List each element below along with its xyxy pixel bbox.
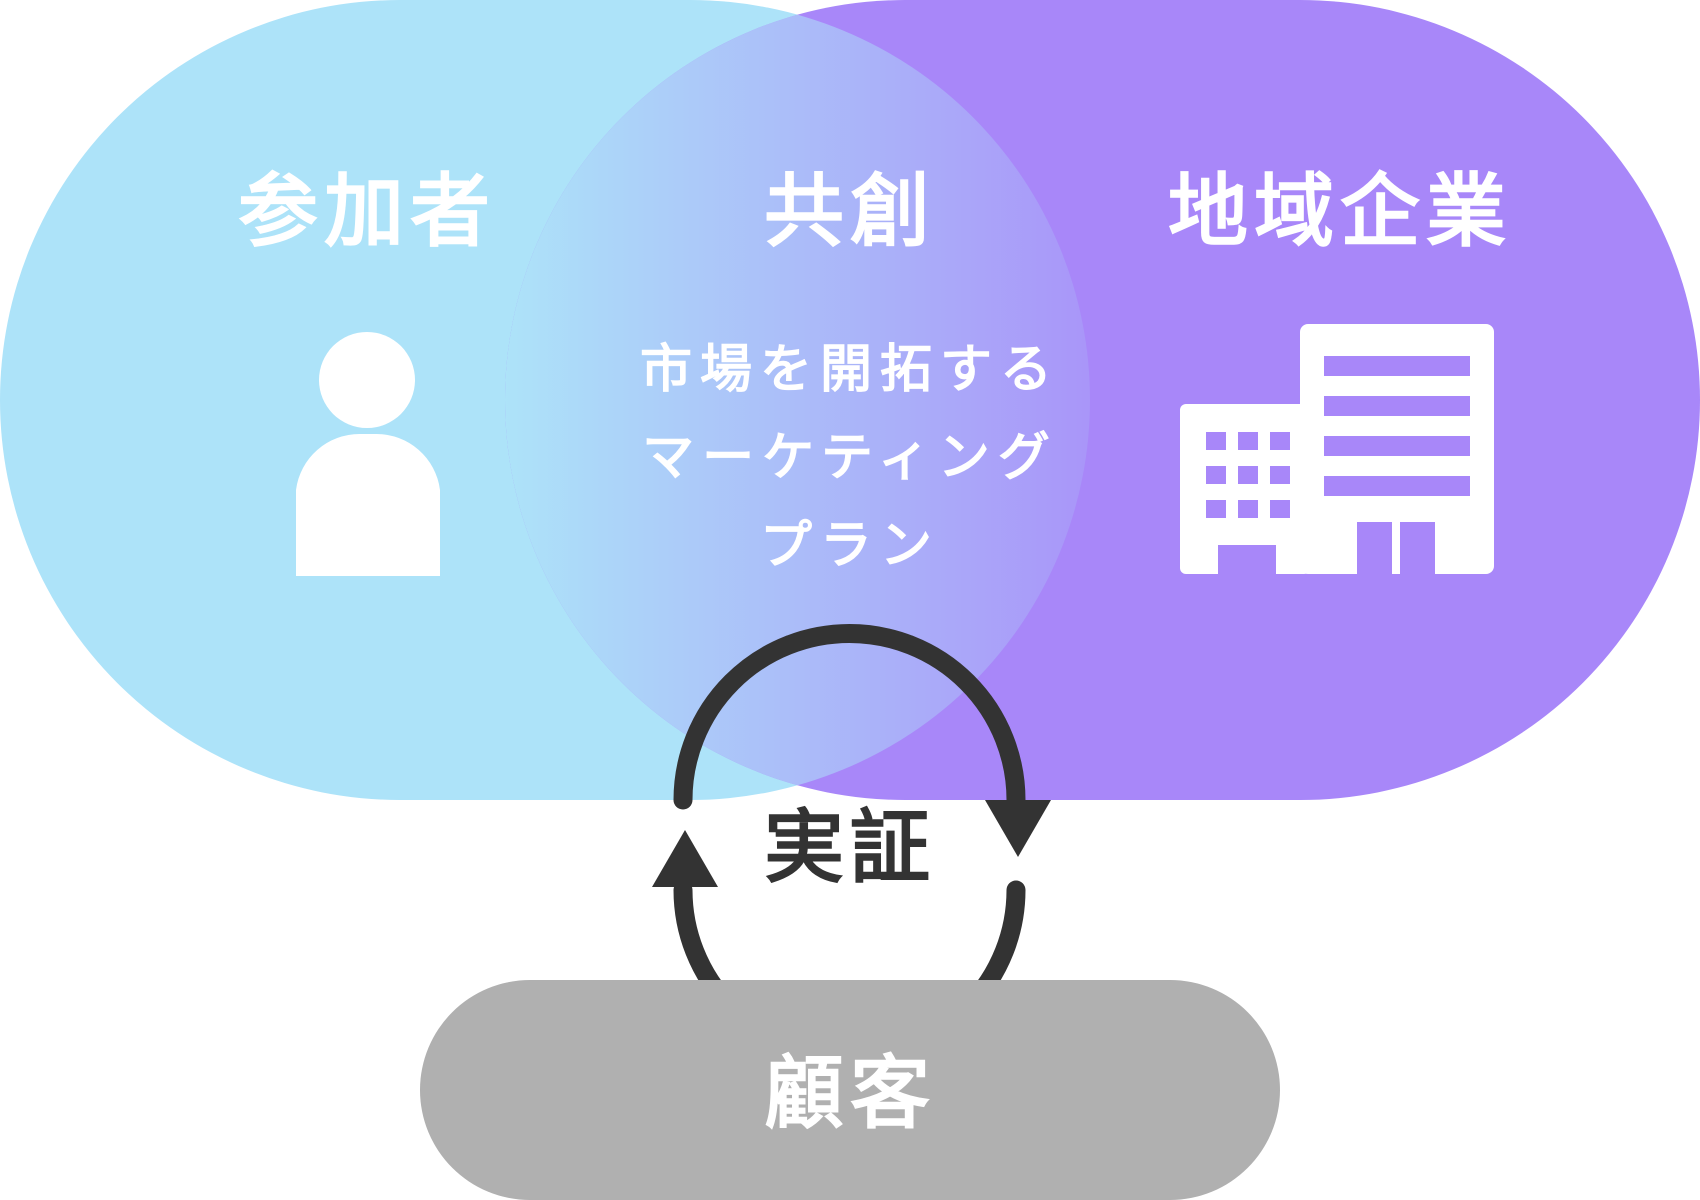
cocreation-heading: 共創 (764, 165, 936, 258)
plan-text: 市場を開拓する マーケティング プラン (580, 326, 1120, 590)
cycle-arrowheads (652, 800, 1051, 887)
local-companies-heading: 地域企業 (1168, 165, 1512, 258)
plan-text-line3: プラン (759, 516, 940, 576)
customers-region (420, 980, 1280, 1200)
customers-label: 顧客 (764, 1047, 936, 1140)
plan-text-line2: マーケティング (642, 428, 1058, 488)
verification-label: 実証 (764, 801, 936, 894)
cocreation-overlap-region (505, 0, 1090, 800)
person-icon (296, 332, 440, 576)
plan-text-line1: 市場を開拓する (639, 340, 1060, 400)
building-icon (1180, 324, 1494, 577)
participants-heading: 参加者 (238, 165, 496, 258)
